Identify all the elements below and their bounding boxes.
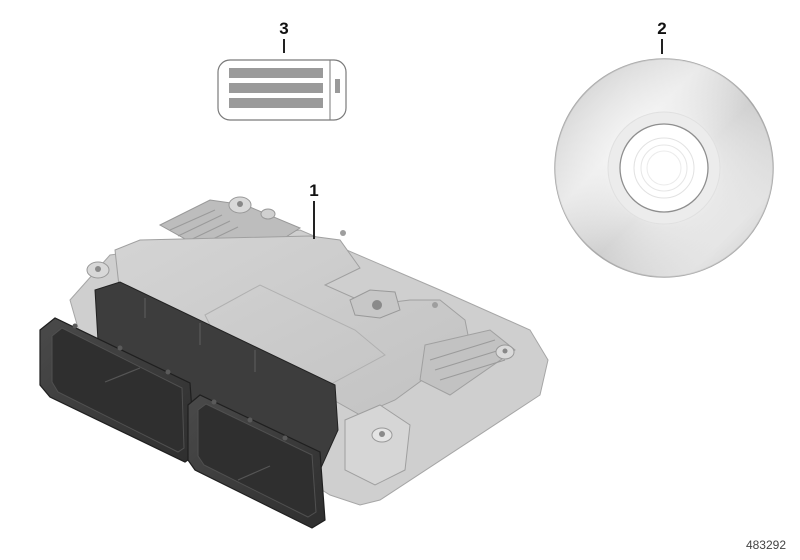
leader-line <box>283 39 285 53</box>
callout-number: 2 <box>657 19 667 38</box>
connector-socket-small <box>187 394 326 529</box>
callout-part-3: 3 <box>272 20 296 53</box>
ecu-housing <box>69 196 549 506</box>
software-disc <box>554 58 774 278</box>
callout-number: 1 <box>309 181 319 200</box>
diagram-reference-number: 483292 <box>745 538 786 552</box>
callout-part-2: 2 <box>650 20 674 54</box>
leader-line <box>661 39 663 54</box>
label-plate <box>217 59 347 121</box>
callout-part-1: 1 <box>302 182 326 239</box>
leader-line <box>313 201 315 239</box>
callout-number: 3 <box>279 19 289 38</box>
